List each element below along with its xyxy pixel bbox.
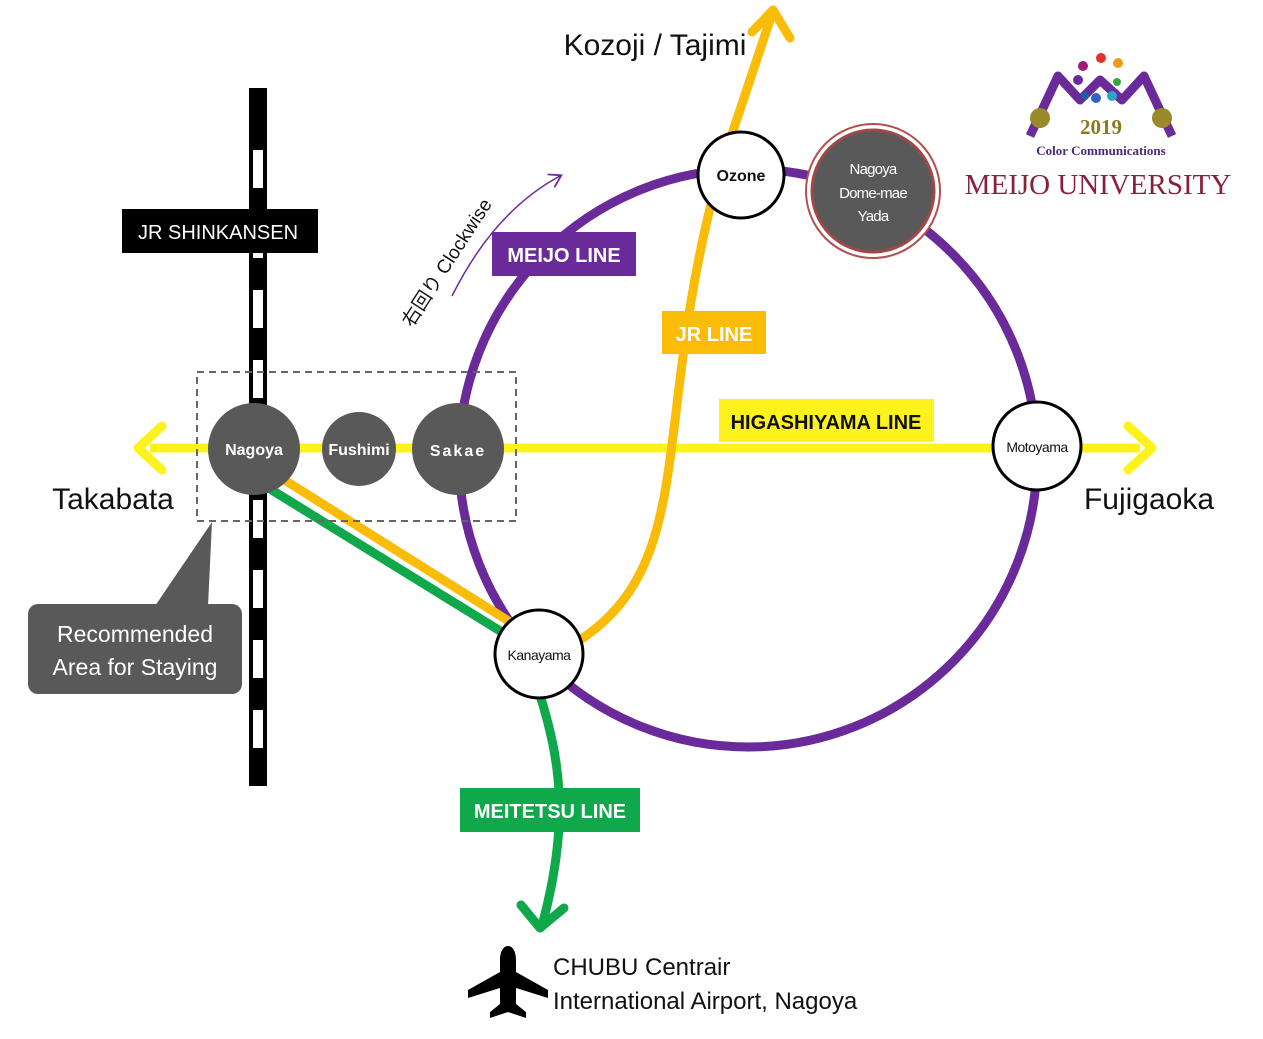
station-sakae[interactable]: Sakae <box>412 403 504 495</box>
airplane-icon <box>468 946 548 1018</box>
station-dome-label-3: Yada <box>858 208 890 225</box>
destination-east: Fujigaoka <box>1084 483 1214 516</box>
recommended-area-callout: Recommended Area for Staying <box>28 522 242 694</box>
shinkansen-label: JR SHINKANSEN <box>122 209 318 253</box>
destination-west: Takabata <box>52 483 174 516</box>
airport-label-1: CHUBU Centrair <box>553 954 730 981</box>
destination-north: Kozoji / Tajimi <box>564 29 747 62</box>
track-tie <box>253 570 263 608</box>
station-motoyama[interactable]: Motoyama <box>991 400 1083 492</box>
logo-emblem <box>1025 53 1177 138</box>
track-tie <box>253 150 263 188</box>
logo-subtitle: Color Communications <box>1036 143 1165 158</box>
meitetsu-line-label: MEITETSU LINE <box>460 788 640 832</box>
station-sakae-label: Sakae <box>430 443 486 460</box>
track-tie <box>253 640 263 678</box>
callout-line-1: Recommended <box>57 621 213 647</box>
track-tie <box>253 500 263 538</box>
station-nagoya[interactable]: Nagoya <box>208 403 300 495</box>
airport-label-2: International Airport, Nagoya <box>553 988 858 1015</box>
track-tie <box>253 360 263 398</box>
svg-text:HIGASHIYAMA LINE: HIGASHIYAMA LINE <box>731 412 922 434</box>
shinkansen-label-text: JR SHINKANSEN <box>138 222 298 244</box>
station-kanayama-label: Kanayama <box>508 647 572 663</box>
svg-text:MEIJO LINE: MEIJO LINE <box>507 245 620 267</box>
station-motoyama-label: Motoyama <box>1006 439 1068 455</box>
station-dome-label-2: Dome-mae <box>839 185 907 202</box>
svg-text:MEITETSU LINE: MEITETSU LINE <box>474 801 626 823</box>
jr-line-label: JR LINE <box>662 311 766 354</box>
station-kanayama[interactable]: Kanayama <box>493 608 585 700</box>
higashiyama-line-label: HIGASHIYAMA LINE <box>719 399 934 442</box>
jr-line <box>272 5 795 644</box>
svg-text:JR LINE: JR LINE <box>676 324 753 346</box>
logo-university: MEIJO UNIVERSITY <box>965 169 1232 201</box>
station-ozone-label: Ozone <box>717 168 766 185</box>
track-tie <box>253 710 263 748</box>
station-fushimi-label: Fushimi <box>328 442 389 459</box>
meijo-university-logo: 2019 Color Communications MEIJO UNIVERSI… <box>965 53 1232 201</box>
clockwise-label: 右回り Clockwise <box>398 195 497 331</box>
station-nagoya-label: Nagoya <box>225 442 283 459</box>
meitetsu-line <box>259 480 569 933</box>
higashiyama-line <box>133 421 1157 475</box>
station-dome-label-1: Nagoya <box>850 161 898 178</box>
callout-line-2: Area for Staying <box>53 654 218 680</box>
station-fushimi[interactable]: Fushimi <box>322 412 396 486</box>
recommended-area-box <box>196 371 517 522</box>
track-tie <box>253 290 263 328</box>
meijo-line-label: MEIJO LINE <box>492 232 636 276</box>
logo-year: 2019 <box>1080 115 1122 139</box>
station-ozone[interactable]: Ozone <box>696 130 786 220</box>
station-nagoya-dome-mae-yada[interactable]: Nagoya Dome-mae Yada <box>805 123 941 259</box>
